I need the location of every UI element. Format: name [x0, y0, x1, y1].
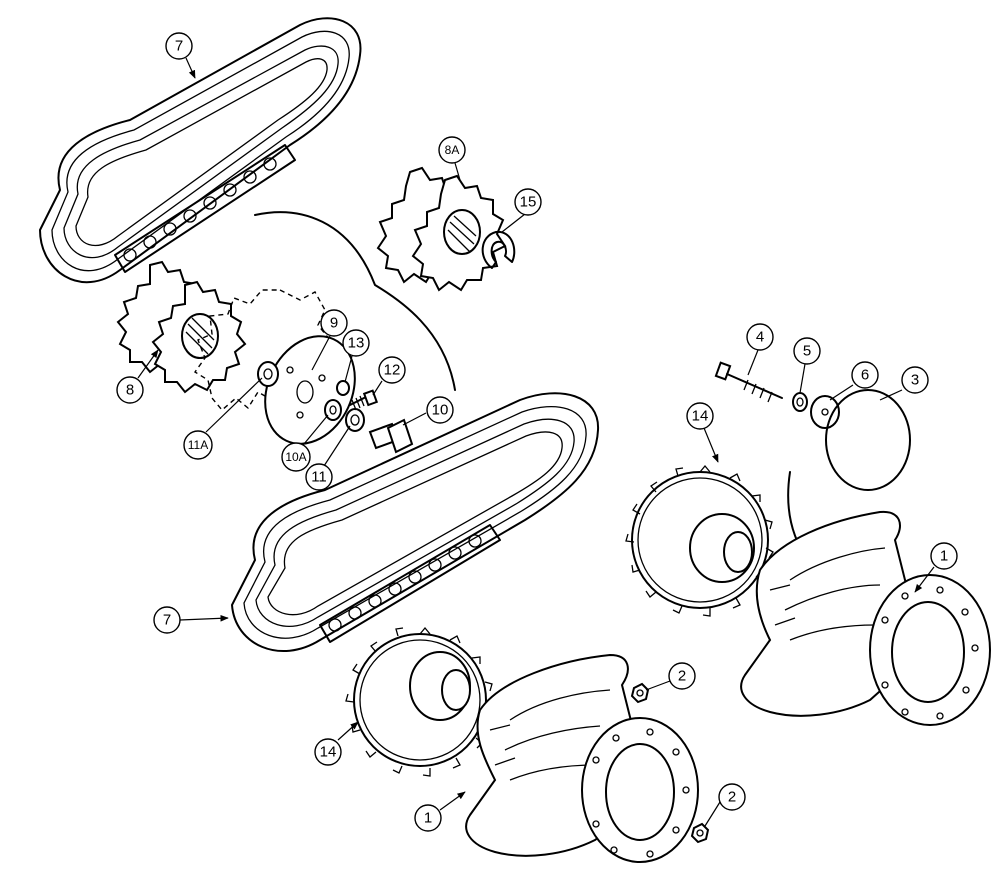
callout-6: 6	[851, 361, 879, 389]
callout-3: 3	[901, 366, 929, 394]
callout-2-lower: 2	[718, 783, 746, 811]
group-bracket	[254, 211, 456, 391]
svg-text:3: 3	[911, 372, 919, 389]
svg-text:7: 7	[175, 38, 183, 55]
callout-11a: 11A	[183, 430, 213, 460]
callout-7-upper: 7	[165, 32, 193, 60]
washer-11a	[257, 361, 279, 387]
washer-10a	[324, 399, 342, 421]
svg-text:14: 14	[692, 408, 709, 425]
large-sprocket-14-left	[345, 626, 494, 777]
svg-text:10A: 10A	[285, 450, 306, 464]
double-sprocket-8a	[376, 166, 507, 292]
callout-1-right: 1	[930, 542, 958, 570]
callout-2-upper: 2	[668, 662, 696, 690]
callout-12: 12	[378, 356, 406, 384]
double-sprocket-8	[116, 260, 247, 394]
callout-1-left: 1	[414, 804, 442, 832]
callout-14-right: 14	[686, 402, 714, 430]
washer-5	[792, 392, 808, 412]
callout-14-left: 14	[314, 738, 342, 766]
leader-lines	[137, 57, 935, 827]
callout-4: 4	[746, 323, 774, 351]
svg-text:6: 6	[861, 367, 869, 384]
nut-13	[336, 380, 350, 396]
svg-text:1: 1	[940, 548, 948, 565]
callout-10a: 10A	[281, 442, 311, 472]
callout-11: 11	[305, 463, 333, 491]
svg-text:7: 7	[163, 612, 171, 629]
svg-text:1: 1	[424, 810, 432, 827]
svg-text:9: 9	[330, 315, 338, 332]
large-sprocket-14-right	[625, 464, 774, 617]
svg-text:10: 10	[432, 402, 449, 419]
hub-1-right	[740, 510, 991, 726]
hub-1-left	[465, 653, 699, 863]
callout-15: 15	[514, 188, 542, 216]
svg-text:2: 2	[728, 789, 736, 806]
svg-text:4: 4	[756, 329, 764, 346]
callout-7-lower: 7	[153, 606, 181, 634]
gasket-3	[825, 389, 911, 491]
svg-text:15: 15	[520, 194, 537, 211]
svg-text:13: 13	[348, 335, 365, 352]
svg-text:2: 2	[678, 668, 686, 685]
nut-2-lower	[690, 822, 710, 844]
dashed-sprocket-outline	[193, 289, 331, 411]
bolt-10	[368, 418, 414, 454]
nut-2-upper	[630, 682, 650, 704]
callout-8: 8	[116, 376, 144, 404]
bolt-4	[714, 361, 783, 403]
svg-text:14: 14	[320, 744, 337, 761]
svg-text:11: 11	[311, 469, 327, 486]
callout-5: 5	[793, 337, 821, 365]
svg-text:11A: 11A	[188, 438, 208, 452]
svg-text:8A: 8A	[445, 143, 460, 157]
snap-ring-15	[481, 230, 516, 269]
svg-text:8: 8	[126, 382, 134, 399]
callout-10: 10	[426, 396, 454, 424]
upper-drive-chain	[39, 17, 362, 284]
svg-text:12: 12	[384, 362, 401, 379]
callout-13: 13	[342, 329, 370, 357]
callout-8a: 8A	[438, 136, 466, 164]
lower-drive-chain	[231, 392, 600, 652]
callout-9: 9	[320, 309, 348, 337]
svg-text:5: 5	[803, 343, 811, 360]
cap-6	[810, 395, 840, 429]
